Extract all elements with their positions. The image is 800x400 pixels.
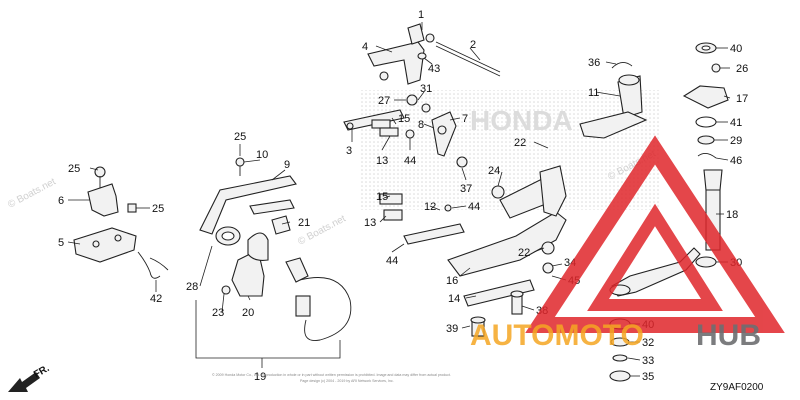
callout-37: 37 [460, 183, 472, 195]
callout-44c: 44 [468, 201, 480, 213]
callout-5: 5 [58, 237, 64, 249]
callout-10: 10 [256, 149, 268, 161]
callout-32: 32 [642, 337, 654, 349]
callout-15a: 15 [398, 113, 410, 125]
callout-27: 27 [378, 95, 390, 107]
callout-22b: 22 [518, 247, 530, 259]
callout-42: 42 [150, 293, 162, 305]
callout-43: 43 [428, 63, 440, 75]
callout-44a: 44 [404, 155, 416, 167]
callout-36: 36 [588, 57, 600, 69]
callout-9: 9 [284, 159, 290, 171]
callout-14: 14 [448, 293, 460, 305]
part-washer-30 [695, 256, 717, 268]
part-shift-arm [431, 111, 468, 168]
callout-7: 7 [462, 113, 468, 125]
callout-23: 23 [212, 307, 224, 319]
part-bracket-plate [73, 227, 169, 279]
part-right-stack [682, 42, 729, 159]
callout-11: 11 [588, 87, 599, 99]
callout-39: 39 [446, 323, 458, 335]
callout-29: 29 [730, 135, 742, 147]
callout-13b: 13 [364, 217, 376, 229]
callout-12: 12 [424, 201, 436, 213]
front-marker-text: FR. [32, 363, 52, 381]
callout-4: 4 [362, 41, 368, 53]
part-control-cable [199, 157, 297, 235]
callout-20: 20 [242, 307, 254, 319]
footer-copyright: © 2009 Honda Motor Co., Ltd. Reproductio… [212, 373, 451, 377]
callout-6: 6 [58, 195, 64, 207]
callout-25a: 25 [234, 131, 246, 143]
logo-triangle-mark [525, 135, 785, 333]
watermark-brand-text: HONDA [470, 105, 573, 136]
callout-21: 21 [298, 217, 310, 229]
front-arrow: FR. [8, 363, 52, 392]
logo-text-automoto: AUTOMOTO [470, 319, 644, 352]
automotohub-logo: AUTOMOTO HUB [470, 135, 785, 352]
part-upper-bracket [579, 62, 648, 139]
bracket-line-19 [195, 300, 341, 359]
leader-lines [67, 22, 731, 377]
callout-28: 28 [186, 281, 198, 293]
part-throttle-lever [367, 23, 501, 85]
callout-26: 26 [736, 63, 748, 75]
callout-15b: 15 [376, 191, 388, 203]
callout-13a: 13 [376, 155, 388, 167]
part-neutral-switch-assembly [215, 215, 352, 342]
part-clip-bracket [87, 166, 137, 217]
callout-40a: 40 [730, 43, 742, 55]
callout-25c: 25 [152, 203, 164, 215]
callout-3: 3 [346, 145, 352, 157]
part-small-clips [371, 94, 465, 245]
callout-35: 35 [642, 371, 654, 383]
part-pins [470, 290, 524, 337]
watermark-site-text-left: © Boats.net [6, 176, 58, 210]
footer-design-credit: Page design (c) 2004 - 2019 by ARI Netwo… [300, 379, 394, 383]
callout-8: 8 [418, 119, 424, 131]
callout-19: 19 [254, 371, 266, 383]
callout-33: 33 [642, 355, 654, 367]
callout-17: 17 [736, 93, 748, 105]
diagram-code: ZY9AF0200 [710, 382, 764, 393]
callout-1: 1 [418, 9, 424, 21]
callout-24: 24 [488, 165, 500, 177]
callout-22a: 22 [514, 137, 526, 149]
callout-16: 16 [446, 275, 458, 287]
callout-25b: 25 [68, 163, 80, 175]
callout-46: 46 [730, 155, 742, 167]
part-shift-plate [447, 165, 567, 307]
logo-text-hub: HUB [696, 319, 761, 352]
callout-44b: 44 [386, 255, 398, 267]
callout-18: 18 [726, 209, 738, 221]
callout-2: 2 [470, 39, 476, 51]
callout-41: 41 [730, 117, 742, 129]
callout-31: 31 [420, 83, 432, 95]
